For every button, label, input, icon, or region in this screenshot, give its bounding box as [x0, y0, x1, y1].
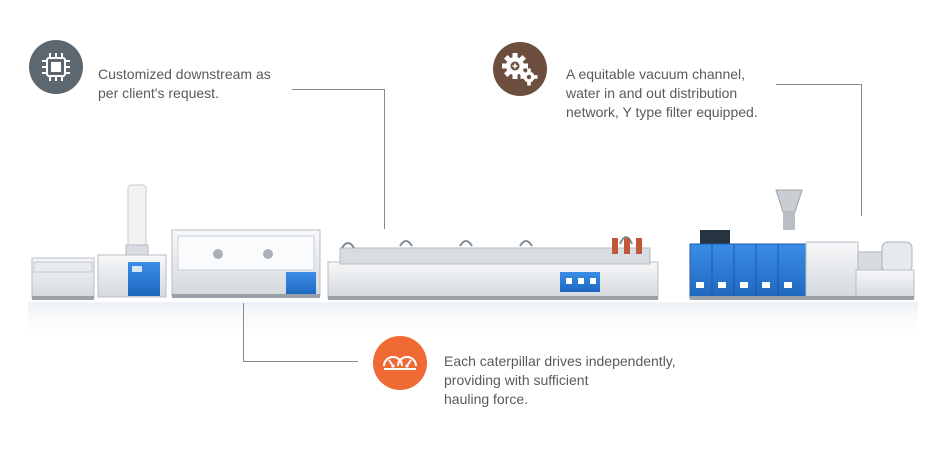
vacuum-calibration-table: [327, 236, 659, 300]
feature-text-caterpillar: Each caterpillar drives independently, p…: [444, 353, 676, 407]
chip-badge: [29, 40, 83, 94]
gears-badge: [493, 42, 547, 96]
leader-line-downstream-v: [384, 89, 385, 229]
leader-line-vacuum-h: [776, 84, 861, 85]
leader-line-vacuum-v: [861, 84, 862, 216]
twin-screw-extruder: [689, 189, 915, 300]
chip-icon: [42, 53, 70, 81]
leader-line-downstream-h: [292, 89, 384, 90]
speedometer-badge: [373, 336, 427, 390]
leader-line-caterpillar-h: [243, 361, 358, 362]
haul-off-unit: [171, 229, 321, 298]
feature-text-downstream: Customized downstream as per client's re…: [98, 66, 271, 101]
cutter-unit: [31, 257, 95, 300]
gears-icon: [502, 53, 538, 86]
speedometer-icon: [383, 356, 417, 370]
feature-text-vacuum: A equitable vacuum channel, water in and…: [566, 66, 758, 120]
leader-line-caterpillar-v: [243, 303, 244, 361]
dust-collector: [97, 184, 167, 298]
